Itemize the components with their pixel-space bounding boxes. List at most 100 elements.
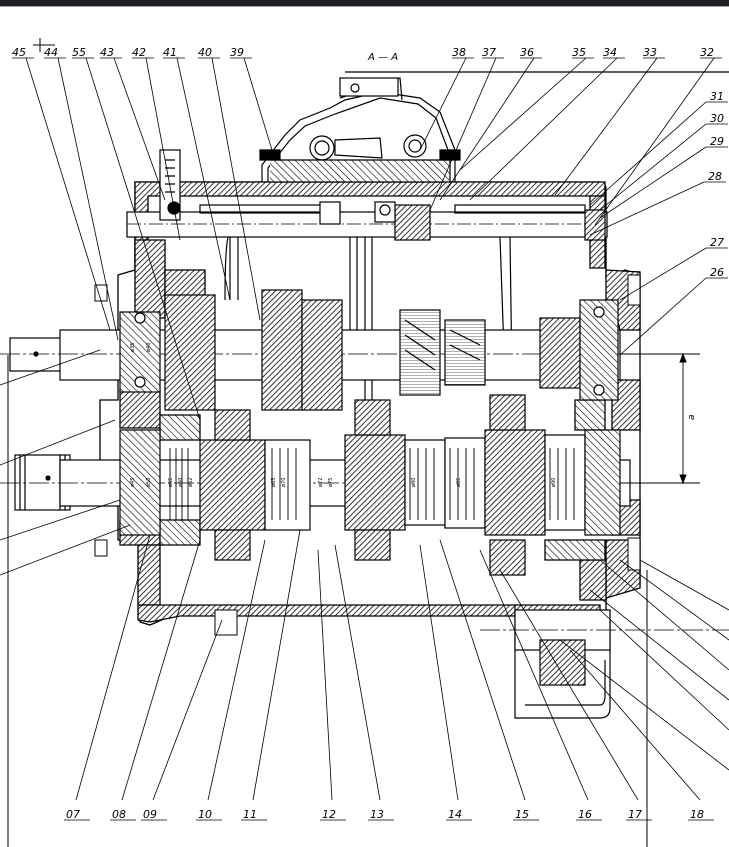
bearing-size-mark: ø75 bbox=[328, 478, 334, 487]
leader-line bbox=[57, 57, 119, 341]
part-label-27: 27 bbox=[710, 236, 724, 249]
leader-line bbox=[619, 277, 707, 356]
bearing-size-mark: ø40 bbox=[146, 343, 152, 352]
part-label-13: 13 bbox=[370, 808, 384, 821]
part-label-35: 35 bbox=[572, 46, 586, 59]
corner-mark bbox=[33, 38, 55, 52]
leader-line bbox=[599, 146, 707, 219]
leader-line bbox=[599, 609, 729, 731]
leader-line bbox=[419, 544, 459, 801]
part-label-45: 45 bbox=[12, 46, 26, 59]
leader-line bbox=[0, 524, 131, 576]
part-label-30: 30 bbox=[710, 112, 724, 125]
leader-line bbox=[429, 57, 497, 211]
part-label-08: 08 bbox=[112, 808, 126, 821]
leader-line bbox=[211, 57, 261, 321]
part-label-38: 38 bbox=[452, 46, 466, 59]
leader-lines bbox=[0, 57, 729, 821]
bearing-size-mark: ø85 bbox=[456, 478, 462, 487]
leader-line bbox=[554, 57, 658, 196]
part-label-17: 17 bbox=[628, 808, 642, 821]
bearing-size-mark: ø80 bbox=[411, 478, 417, 487]
leader-line bbox=[479, 549, 589, 801]
reverse-idler bbox=[480, 605, 729, 719]
part-label-10: 10 bbox=[198, 808, 212, 821]
bearing-size-mark: ø35 bbox=[130, 343, 136, 352]
shift-cover bbox=[259, 71, 729, 183]
part-label-15: 15 bbox=[515, 808, 529, 821]
section-label: A — A bbox=[367, 52, 398, 63]
bearing-size-mark: ø45 bbox=[130, 478, 136, 487]
part-label-14: 14 bbox=[448, 808, 462, 821]
bearing-size-mark: ø62 bbox=[188, 478, 194, 487]
dimension-label: a bbox=[687, 414, 697, 420]
part-label-40: 40 bbox=[198, 46, 212, 59]
window-top-bar bbox=[0, 0, 729, 7]
part-label-31: 31 bbox=[710, 90, 724, 103]
part-label-07: 07 bbox=[66, 808, 80, 821]
part-label-44: 44 bbox=[44, 46, 58, 59]
leader-line bbox=[0, 419, 116, 466]
leader-line bbox=[85, 57, 201, 421]
leader-line bbox=[243, 57, 276, 161]
part-label-29: 29 bbox=[710, 135, 724, 148]
leader-line bbox=[589, 181, 705, 236]
bearing-size-mark: ø65 bbox=[271, 478, 277, 487]
leader-line bbox=[317, 549, 333, 801]
part-label-34: 34 bbox=[603, 46, 617, 59]
bearing-size-mark: ø72 bbox=[318, 478, 324, 487]
leader-line bbox=[594, 57, 715, 226]
part-label-42: 42 bbox=[132, 46, 146, 59]
part-label-37: 37 bbox=[482, 46, 496, 59]
leader-line bbox=[459, 57, 587, 171]
leader-line bbox=[569, 649, 701, 801]
part-label-39: 39 bbox=[230, 46, 244, 59]
shift-rail bbox=[126, 149, 608, 420]
part-label-33: 33 bbox=[643, 46, 657, 59]
leader-line bbox=[599, 123, 707, 211]
bearing-size-mark: ø50 bbox=[146, 478, 152, 487]
bearing-size-marks: ø35 ø40 ø45 ø50 ø55 ø60 ø62 ø65 ø70 ø72 ø75 ø80 ø85 ø… bbox=[130, 343, 557, 487]
leader-line bbox=[619, 559, 729, 641]
leader-line bbox=[145, 57, 181, 241]
leader-line bbox=[152, 619, 223, 801]
part-label-43: 43 bbox=[100, 46, 114, 59]
bearing-size-mark: ø70 bbox=[281, 478, 287, 487]
center-distance-dimension bbox=[620, 352, 700, 485]
leader-line bbox=[439, 539, 526, 801]
part-label-26: 26 bbox=[710, 266, 724, 279]
part-label-09: 09 bbox=[143, 808, 157, 821]
bearing-size-mark: ø90 bbox=[551, 478, 557, 487]
bearing-size-mark: ø60 bbox=[178, 478, 184, 487]
part-label-16: 16 bbox=[578, 808, 592, 821]
part-label-18: 18 bbox=[690, 808, 704, 821]
leader-line bbox=[469, 57, 618, 201]
part-label-11: 11 bbox=[243, 808, 257, 821]
leader-line bbox=[75, 534, 151, 801]
lower-shaft bbox=[0, 394, 700, 576]
leader-line bbox=[559, 639, 729, 771]
leader-line bbox=[176, 57, 231, 301]
leader-line bbox=[0, 349, 101, 386]
leader-line bbox=[121, 539, 201, 801]
part-label-32: 32 bbox=[700, 46, 714, 59]
upper-shaft bbox=[0, 289, 700, 411]
bearing-size-mark: ø55 bbox=[168, 478, 174, 487]
part-label-41: 41 bbox=[163, 46, 177, 59]
part-label-55: 55 bbox=[72, 46, 86, 59]
leader-line bbox=[0, 499, 121, 541]
leader-line bbox=[113, 57, 166, 201]
leader-line bbox=[252, 529, 301, 801]
leader-line bbox=[439, 57, 535, 201]
leader-line bbox=[207, 539, 266, 801]
leader-line bbox=[599, 559, 729, 671]
leader-line bbox=[25, 57, 111, 331]
leader-line bbox=[639, 559, 729, 611]
part-label-36: 36 bbox=[520, 46, 534, 59]
leader-line bbox=[589, 589, 729, 701]
part-label-28: 28 bbox=[708, 170, 722, 183]
leader-line bbox=[499, 569, 639, 801]
part-labels: 45 44 55 43 42 41 40 39 38 37 36 35 34 33 32 31 30 29 28 27… bbox=[12, 46, 724, 821]
leader-line bbox=[589, 101, 707, 206]
part-label-12: 12 bbox=[322, 808, 336, 821]
